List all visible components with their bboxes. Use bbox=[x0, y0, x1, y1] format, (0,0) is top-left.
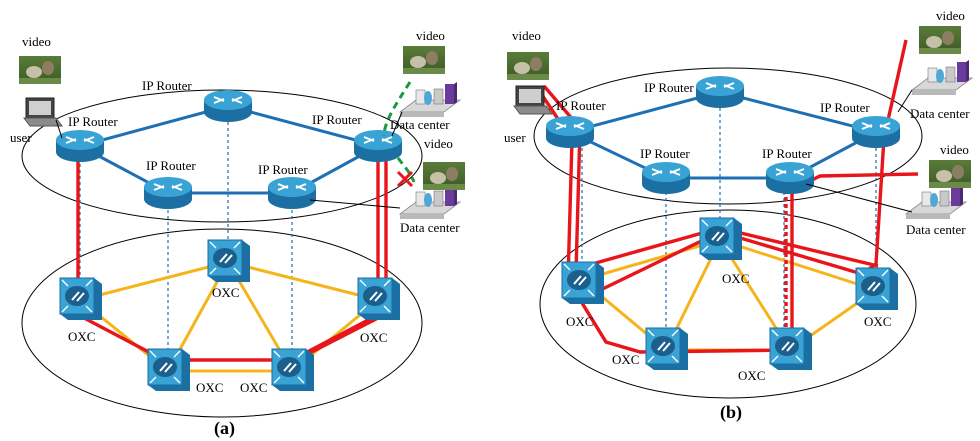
data-center-label: Data center bbox=[400, 220, 460, 235]
video-label: video bbox=[940, 142, 969, 157]
ip-router-label: IP Router bbox=[644, 80, 694, 95]
panel-caption: (a) bbox=[214, 418, 235, 439]
video-thumbnail bbox=[919, 26, 961, 54]
video-thumbnail bbox=[929, 160, 971, 188]
oxc-label: OXC bbox=[864, 314, 891, 329]
data-center-label: Data center bbox=[390, 117, 450, 132]
ip-router-label: IP Router bbox=[142, 78, 192, 93]
panel-b: video video video user IP Router IP Rout… bbox=[504, 8, 973, 423]
data-center-icon bbox=[905, 183, 967, 220]
ip-router-icon bbox=[641, 161, 691, 195]
user-label: user bbox=[10, 130, 32, 145]
oxc-label: OXC bbox=[612, 352, 639, 367]
ip-router-label: IP Router bbox=[556, 98, 606, 113]
video-label: video bbox=[936, 8, 965, 23]
video-label: video bbox=[22, 34, 51, 49]
video-thumbnail bbox=[507, 52, 549, 80]
oxc-icon bbox=[357, 277, 401, 321]
oxc-label: OXC bbox=[360, 330, 387, 345]
ip-router-icon bbox=[353, 129, 403, 163]
data-center-icon bbox=[399, 81, 461, 118]
oxc-label: OXC bbox=[738, 368, 765, 383]
ip-router-label: IP Router bbox=[146, 158, 196, 173]
oxc-icon bbox=[207, 239, 251, 283]
video-thumbnail bbox=[423, 162, 465, 190]
ip-router-icon bbox=[545, 115, 595, 149]
data-center-label: Data center bbox=[906, 222, 966, 237]
oxc-label: OXC bbox=[212, 285, 239, 300]
ip-router-icon bbox=[203, 89, 253, 123]
video-thumbnail bbox=[403, 46, 445, 74]
oxc-label: OXC bbox=[566, 314, 593, 329]
ip-router-icon bbox=[695, 75, 745, 109]
oxc-label: OXC bbox=[196, 380, 223, 395]
video-label: video bbox=[424, 136, 453, 151]
ip-router-label: IP Router bbox=[640, 146, 690, 161]
ip-router-icon bbox=[765, 161, 815, 195]
ip-layer-ellipse bbox=[533, 67, 923, 205]
data-center-label: Data center bbox=[910, 106, 970, 121]
video-label: video bbox=[416, 28, 445, 43]
optical-layer-ellipse bbox=[21, 228, 423, 418]
oxc-icon bbox=[59, 277, 103, 321]
oxc-icon bbox=[147, 348, 191, 392]
ip-router-label: IP Router bbox=[258, 162, 308, 177]
oxc-icon bbox=[699, 217, 743, 261]
panel-caption: (b) bbox=[720, 402, 742, 423]
oxc-icon bbox=[645, 327, 689, 371]
ip-router-icon bbox=[55, 129, 105, 163]
backup-path bbox=[382, 81, 416, 183]
ip-router-label: IP Router bbox=[820, 100, 870, 115]
video-label: video bbox=[512, 28, 541, 43]
data-center-icon bbox=[911, 59, 973, 96]
ip-router-label: IP Router bbox=[762, 146, 812, 161]
oxc-label: OXC bbox=[240, 380, 267, 395]
video-thumbnail bbox=[19, 56, 61, 84]
failure-mark-icon bbox=[396, 170, 414, 188]
ip-layer-ellipse bbox=[21, 89, 423, 223]
oxc-icon bbox=[271, 348, 315, 392]
oxc-icon bbox=[769, 327, 813, 371]
user-label: user bbox=[504, 130, 526, 145]
oxc-label: OXC bbox=[68, 329, 95, 344]
oxc-icon bbox=[561, 261, 605, 305]
panel-a: video video video user IP Router IP Rout… bbox=[10, 28, 465, 439]
ip-router-icon bbox=[143, 176, 193, 210]
oxc-label: OXC bbox=[722, 271, 749, 286]
oxc-icon bbox=[855, 267, 899, 311]
optical-layer-ellipse bbox=[539, 209, 917, 399]
ip-router-label: IP Router bbox=[312, 112, 362, 127]
ip-router-label: IP Router bbox=[68, 114, 118, 129]
ip-router-icon bbox=[267, 176, 317, 210]
ip-router-icon bbox=[851, 115, 901, 149]
